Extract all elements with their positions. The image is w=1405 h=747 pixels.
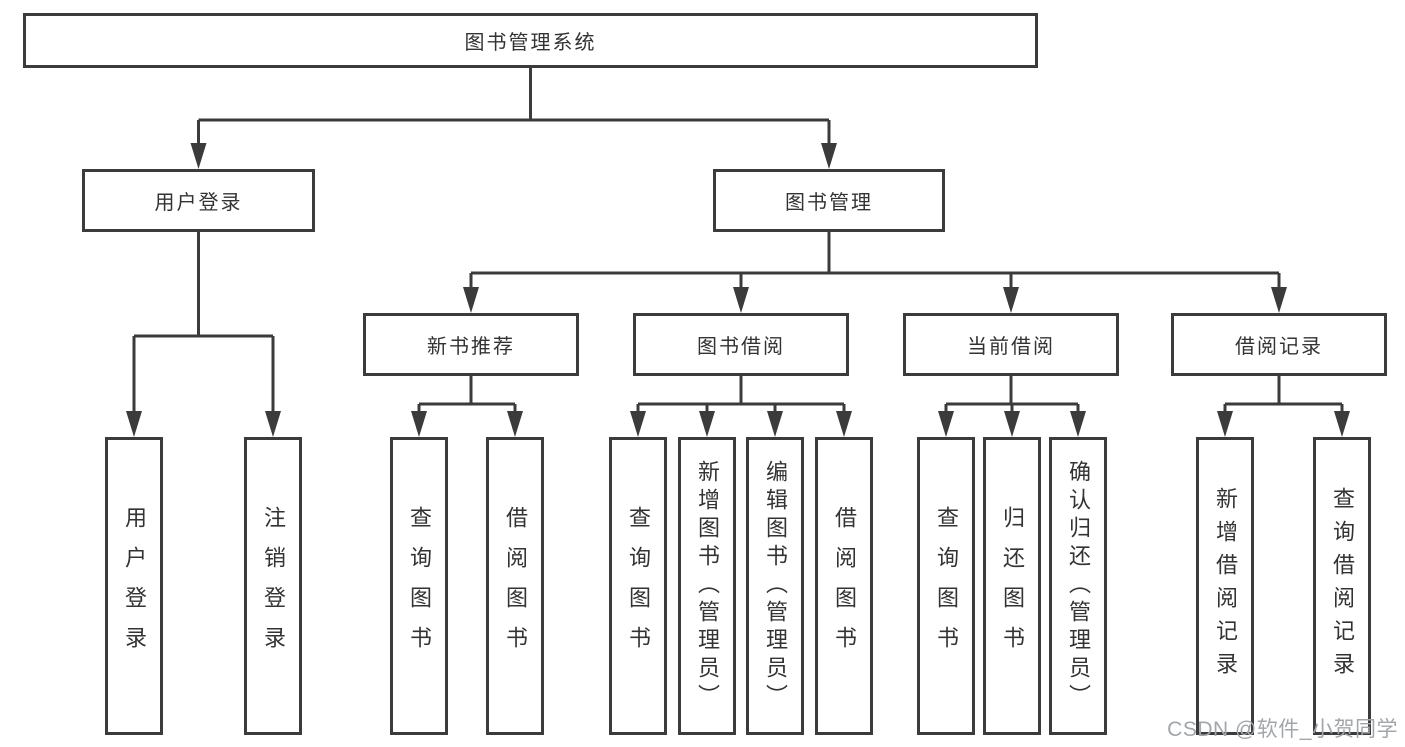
node-query-books-current: 查询图书 — [917, 437, 975, 735]
node-label: 借阅图书 — [503, 506, 528, 666]
arrowhead — [126, 411, 142, 437]
node-label: 借阅图书 — [832, 506, 857, 666]
arrowhead — [821, 143, 837, 169]
node-label: 查询图书 — [934, 506, 959, 666]
arrowhead — [733, 287, 749, 313]
node-user-login: 用户登录 — [82, 169, 315, 232]
node-add-book-admin: 新增图书（管理员） — [678, 437, 736, 735]
node-query-books-borrowing: 查询图书 — [609, 437, 667, 735]
arrowhead — [1334, 411, 1350, 437]
arrowhead — [699, 411, 715, 437]
node-label: 新增借阅记录 — [1213, 487, 1238, 685]
node-query-borrow-record: 查询借阅记录 — [1313, 437, 1371, 735]
node-label: 确认归还（管理员） — [1066, 460, 1091, 712]
node-label: 新书推荐 — [427, 336, 515, 358]
connector-root-to-level2 — [197, 68, 831, 148]
arrowhead — [265, 411, 281, 437]
node-label: 用户登录 — [122, 506, 147, 666]
connector-book-borrowing-children — [636, 376, 846, 416]
node-borrow-books-recommend: 借阅图书 — [486, 437, 544, 735]
node-label: 查询图书 — [407, 506, 432, 666]
arrowhead — [190, 143, 207, 169]
node-borrow-books-borrowing: 借阅图书 — [815, 437, 873, 735]
arrowhead — [836, 411, 852, 437]
node-label: 新增图书（管理员） — [695, 460, 720, 712]
node-query-books-recommend: 查询图书 — [390, 437, 448, 735]
node-current-borrowing: 当前借阅 — [903, 313, 1119, 376]
node-confirm-return-admin: 确认归还（管理员） — [1049, 437, 1107, 735]
node-label: 借阅记录 — [1235, 336, 1323, 358]
arrowhead — [1003, 287, 1019, 313]
node-label: 归还图书 — [1000, 506, 1025, 666]
node-label: 图书管理系统 — [464, 32, 597, 54]
node-label: 编辑图书（管理员） — [763, 460, 788, 712]
node-label: 图书管理 — [785, 192, 873, 214]
node-add-borrow-record: 新增借阅记录 — [1196, 437, 1254, 735]
arrowhead — [767, 411, 783, 437]
arrowhead — [1070, 411, 1086, 437]
node-book-management: 图书管理 — [713, 169, 945, 232]
arrowhead — [411, 411, 427, 437]
arrowhead — [507, 411, 523, 437]
arrowhead — [938, 411, 954, 437]
node-label: 用户登录 — [154, 192, 243, 214]
node-label: 当前借阅 — [967, 336, 1055, 358]
arrowheads — [126, 143, 1350, 437]
connector-lines — [132, 68, 1344, 416]
arrowhead — [1271, 287, 1287, 313]
connector-user-login-children — [132, 232, 275, 416]
node-return-book: 归还图书 — [983, 437, 1041, 735]
node-borrowing-records: 借阅记录 — [1171, 313, 1387, 376]
arrowhead — [630, 411, 646, 437]
node-user-login-action: 用户登录 — [105, 437, 163, 735]
connector-book-management-children — [469, 232, 1281, 292]
watermark: CSDN @软件_小贺同学 — [1167, 718, 1398, 741]
node-label: 图书借阅 — [697, 336, 785, 358]
node-new-book-recommend: 新书推荐 — [363, 313, 579, 376]
connector-borrowing-records-children — [1223, 376, 1344, 416]
node-book-borrowing: 图书借阅 — [633, 313, 849, 376]
node-logout-action: 注销登录 — [244, 437, 302, 735]
node-label: 查询图书 — [626, 506, 651, 666]
node-library-management-system: 图书管理系统 — [23, 13, 1038, 68]
connector-new-book-recommend-children — [417, 376, 517, 416]
arrowhead — [1004, 411, 1020, 437]
connector-current-borrowing-children — [944, 376, 1080, 416]
node-label: 查询借阅记录 — [1330, 487, 1355, 685]
arrowhead — [1217, 411, 1233, 437]
node-edit-book-admin: 编辑图书（管理员） — [746, 437, 804, 735]
node-label: 注销登录 — [261, 506, 286, 666]
arrowhead — [463, 287, 479, 313]
